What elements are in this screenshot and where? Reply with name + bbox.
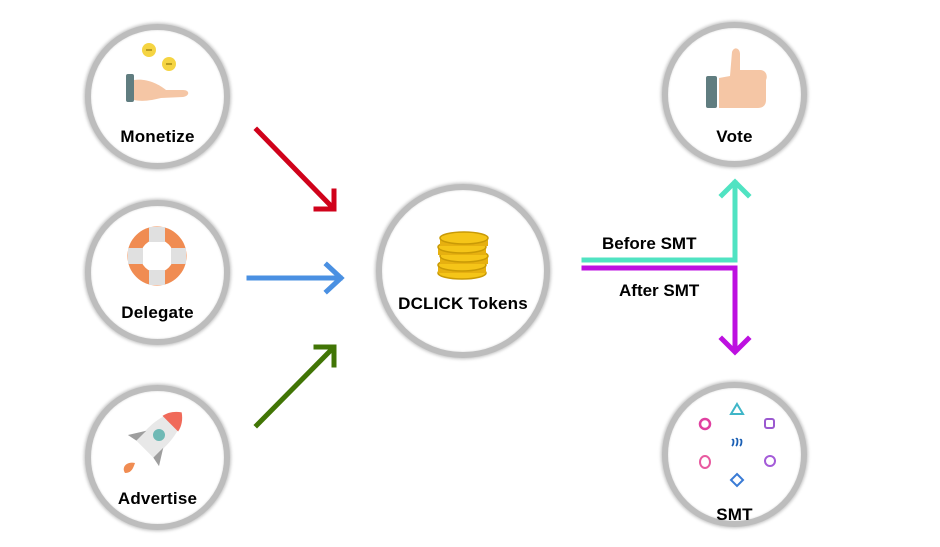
before-smt-label: Before SMT — [602, 234, 697, 253]
delegate-arrow — [246, 261, 345, 295]
before-smt-arrow — [581, 178, 752, 263]
smt-label: SMT — [716, 505, 753, 524]
monetize-label: Monetize — [120, 127, 195, 146]
rocket-icon — [123, 411, 183, 473]
monetize-arrow — [253, 126, 337, 212]
after-smt-label: After SMT — [619, 281, 700, 300]
vote-node: Vote — [662, 22, 807, 167]
thumbs-up-icon — [706, 48, 767, 108]
coins-in-hand-icon — [126, 43, 189, 102]
delegate-label: Delegate — [121, 303, 194, 322]
smt-tokens-icon — [698, 402, 776, 488]
delegate-node: Delegate — [85, 200, 230, 345]
advertise-arrow — [253, 344, 337, 429]
advertise-label: Advertise — [117, 489, 198, 508]
after-smt-arrow — [581, 265, 752, 356]
lifebuoy-icon — [127, 226, 187, 286]
tokens-node: DCLICK Tokens — [376, 184, 550, 358]
coin-stack-icon — [437, 231, 489, 280]
smt-node: SMT — [662, 382, 807, 527]
monetize-node: Monetize — [85, 24, 230, 169]
vote-label: Vote — [716, 127, 753, 146]
advertise-node: Advertise — [85, 385, 230, 530]
tokens-label: DCLICK Tokens — [398, 294, 528, 313]
